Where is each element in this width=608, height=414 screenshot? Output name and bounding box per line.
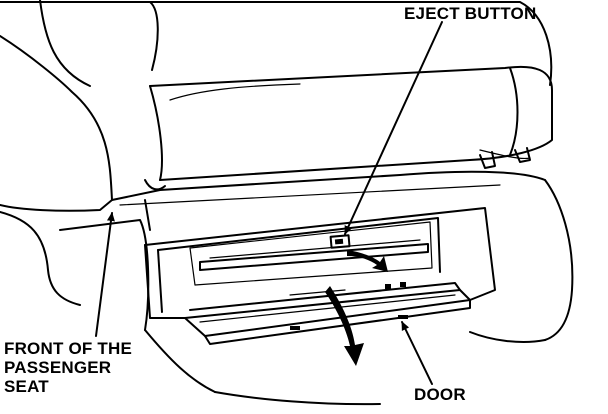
eject-button-label-text: EJECT BUTTON [404,4,537,23]
front-label-line-2: PASSENGER [4,358,112,377]
eject-button[interactable] [329,234,351,249]
door-open-arrow [325,286,364,366]
front-seat-leader [95,212,115,337]
eject-button-leader [344,21,443,235]
door-label: DOOR [414,385,466,404]
seat-cushion [144,1,553,191]
eject-button-label: EJECT BUTTON [404,4,536,23]
eject-motion-arrow [347,250,388,272]
front-label-line-1: FRONT OF THE [4,339,132,358]
drawer-door[interactable] [184,282,471,345]
door-label-text: DOOR [414,385,466,404]
seat-backrest [0,0,159,212]
front-label-line-3: SEAT [4,377,49,396]
door-leader [401,321,433,385]
front-of-passenger-seat-label: FRONT OF THE PASSENGER SEAT [4,339,132,396]
seat-base [0,170,574,406]
drawer-frame [144,207,496,319]
